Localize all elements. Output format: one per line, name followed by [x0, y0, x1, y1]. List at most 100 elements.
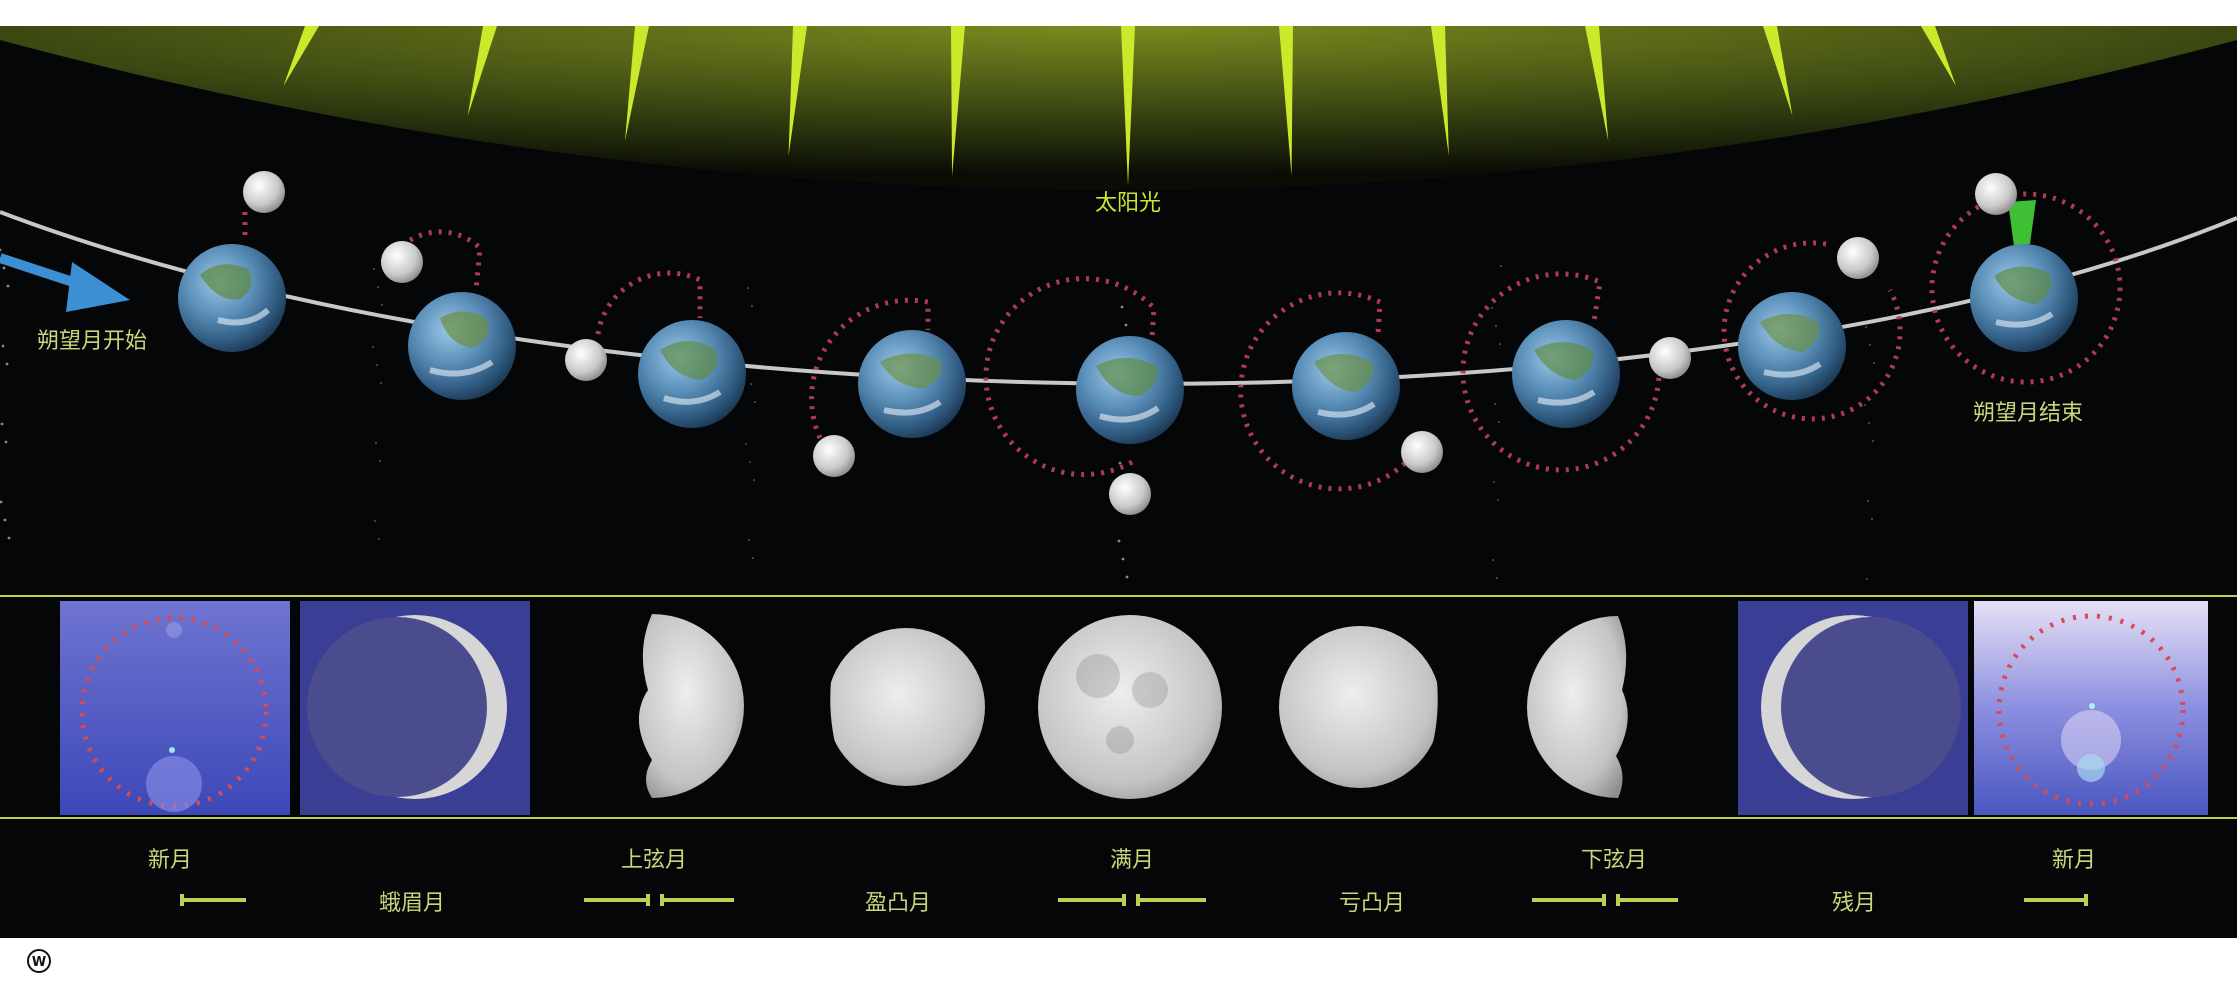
star [750, 383, 752, 385]
sun-ray-icon [1279, 26, 1293, 176]
sun-ray-icon [951, 26, 965, 176]
star [1125, 575, 1129, 579]
svg-text:W: W [32, 955, 46, 970]
phase-label-waning-gibbous: 亏凸月 [1339, 891, 1405, 916]
star [1118, 461, 1122, 465]
earth-icon [858, 330, 966, 438]
star [1864, 404, 1866, 406]
sun-ray-icon [1431, 26, 1449, 156]
star [380, 382, 382, 384]
star [378, 538, 380, 540]
star [1869, 344, 1871, 346]
full-moon [1038, 615, 1222, 799]
phase-label-waxing-gibbous: 盈凸月 [865, 891, 931, 916]
phase-label-waxing-crescent: 蛾眉月 [379, 891, 445, 916]
star [1124, 323, 1128, 327]
waning-crescent-panel [1738, 601, 1968, 815]
earth-icon [638, 320, 746, 428]
earth-icon [1292, 332, 1400, 440]
new-moon-panel [60, 601, 290, 815]
star [375, 442, 377, 444]
star [1866, 578, 1868, 580]
star [749, 461, 751, 463]
moon-icon [1649, 337, 1691, 379]
sunlight-glow [0, 26, 2237, 190]
star [372, 346, 374, 348]
star [3, 518, 7, 522]
moon-icon [1109, 473, 1151, 515]
star [1868, 422, 1870, 424]
sunlight-label: 太阳光 [1095, 191, 1161, 216]
sun-ray-icon [624, 26, 649, 141]
star [1496, 577, 1498, 579]
earth-icon [178, 244, 286, 352]
star [1117, 539, 1121, 543]
star [6, 284, 10, 288]
phase-label-new-moon-end: 新月 [2052, 848, 2096, 873]
phase-label-waning-crescent: 残月 [1832, 891, 1876, 916]
star [745, 443, 747, 445]
star [381, 304, 383, 306]
star [376, 364, 378, 366]
star [4, 440, 8, 444]
star [1500, 265, 1502, 267]
waxing-crescent-panel [300, 601, 530, 815]
star [1120, 305, 1124, 309]
star [1495, 325, 1497, 327]
moon-icon [565, 339, 607, 381]
earth-icon [1738, 292, 1846, 400]
star [1872, 440, 1874, 442]
star [373, 268, 375, 270]
star [5, 362, 9, 366]
star [1499, 343, 1501, 345]
sun-ray-icon [1921, 26, 1956, 86]
star [379, 460, 381, 462]
sun-ray-icon [1585, 26, 1609, 141]
star [1865, 326, 1867, 328]
star [1871, 518, 1873, 520]
earth-icon [1076, 336, 1184, 444]
phase-label-first-quarter: 上弦月 [621, 848, 687, 873]
sun-rays [0, 26, 1956, 580]
phase-label-full-moon: 满月 [1110, 848, 1154, 873]
moon-icon [1837, 237, 1879, 279]
moon-icon [813, 435, 855, 477]
waning-gibbous-moon [1279, 626, 1448, 788]
phase-label-new-moon: 新月 [148, 848, 192, 873]
sun-ray-icon [1121, 26, 1135, 186]
end-label: 朔望月结束 [1973, 401, 2083, 426]
phase-label-last-quarter: 下弦月 [1581, 848, 1647, 873]
moon-icon [381, 241, 423, 283]
sun-ray-icon [1763, 26, 1793, 116]
star [1867, 500, 1869, 502]
arrow-icon [0, 253, 130, 312]
star [1873, 362, 1875, 364]
star [748, 539, 750, 541]
star [0, 248, 2, 252]
phase-images [60, 601, 2208, 815]
star [0, 500, 3, 504]
moon-icon [1975, 173, 2017, 215]
watermark-icon: W [27, 949, 51, 973]
earth-icon [408, 292, 516, 400]
earth-icon [1512, 320, 1620, 428]
star [754, 401, 756, 403]
star [2, 266, 6, 270]
sun-ray-icon [283, 26, 319, 86]
star [1121, 557, 1125, 561]
star [1494, 403, 1496, 405]
lunar-month-extra-marker [2008, 200, 2036, 246]
first-quarter-moon [638, 614, 744, 798]
new-moon-panel-2 [1974, 601, 2208, 815]
sun-ray-icon [788, 26, 807, 156]
star [1498, 421, 1500, 423]
last-quarter-moon [1527, 616, 1628, 798]
star [753, 479, 755, 481]
star [0, 422, 4, 426]
moon-orbit-arcs [242, 191, 2123, 492]
timeline-bars [180, 894, 2088, 906]
moon-icon [1401, 431, 1443, 473]
star [377, 286, 379, 288]
waxing-gibbous-moon [820, 628, 985, 786]
